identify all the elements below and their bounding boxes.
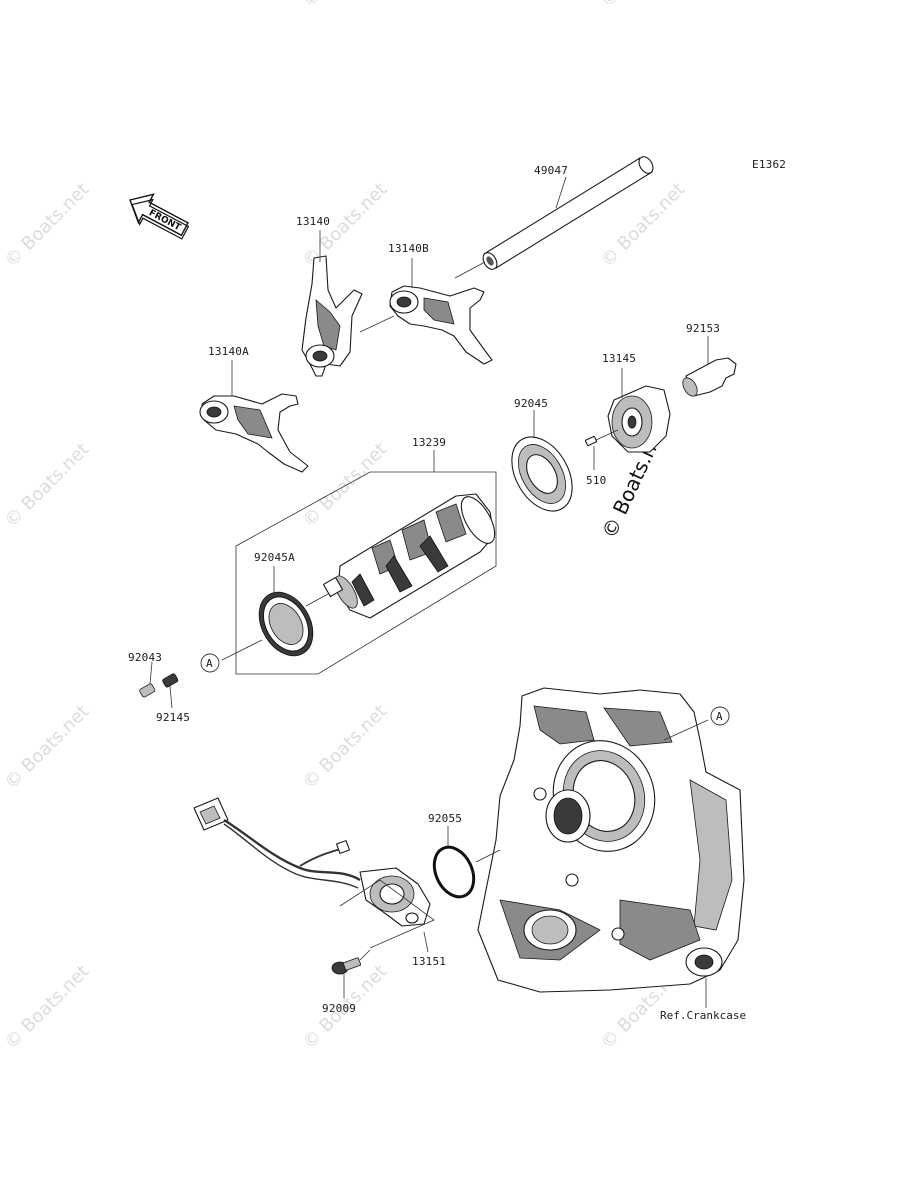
shift-drum-13239 — [235, 450, 497, 675]
watermark: © Boats.net — [1, 701, 93, 793]
diagram-code: E1362 — [752, 158, 786, 171]
watermark: © Boats.net — [1, 961, 93, 1053]
label-92043: 92043 — [128, 651, 162, 664]
watermark: © Boats.net — [299, 439, 391, 531]
label-92045A: 92045A — [254, 551, 295, 564]
bolt-92153 — [682, 336, 737, 397]
ref-marker-a-right: A — [710, 706, 730, 726]
bolt-92009 — [331, 949, 371, 998]
watermark: © Boats.net — [597, 0, 689, 12]
watermark: © Boats.net — [299, 701, 391, 793]
shift-fork-13140A — [199, 360, 309, 473]
watermark: © Boats.net — [1, 439, 93, 531]
watermark: © Boats.net — [1, 179, 93, 271]
label-92153: 92153 — [686, 322, 720, 335]
sensor-13151 — [193, 797, 435, 953]
label-49047: 49047 — [534, 164, 568, 177]
label-13145: 13145 — [602, 352, 636, 365]
watermark: © Boats.net — [299, 0, 391, 12]
label-13140B: 13140B — [388, 242, 429, 255]
bearing-92045A — [221, 566, 314, 661]
label-13140: 13140 — [296, 215, 330, 228]
label-510: 510 — [586, 474, 606, 487]
ref-marker-a-left: A — [200, 653, 220, 673]
pin-92043 — [139, 661, 156, 698]
front-arrow-icon: FRONT — [129, 193, 190, 240]
o-ring-92055 — [432, 826, 501, 899]
label-92145: 92145 — [156, 711, 190, 724]
label-92045: 92045 — [514, 397, 548, 410]
pin-510 — [584, 435, 598, 470]
crankcase — [477, 687, 745, 1008]
ref-marker-a-left-label: A — [206, 657, 213, 670]
bearing-92045 — [511, 410, 573, 512]
label-92009: 92009 — [322, 1002, 356, 1015]
ref-marker-a-right-label: A — [716, 710, 723, 723]
shift-fork-13140 — [301, 230, 363, 377]
label-13140A: 13140A — [208, 345, 249, 358]
spring-92145 — [162, 673, 179, 709]
shift-fork-13140B — [389, 258, 493, 365]
shift-rod-49047 — [454, 156, 654, 279]
label-13239: 13239 — [412, 436, 446, 449]
ref-crankcase-label: Ref.Crankcase — [660, 1009, 746, 1022]
label-13151: 13151 — [412, 955, 446, 968]
label-92055: 92055 — [428, 812, 462, 825]
plate-13145 — [595, 368, 671, 453]
